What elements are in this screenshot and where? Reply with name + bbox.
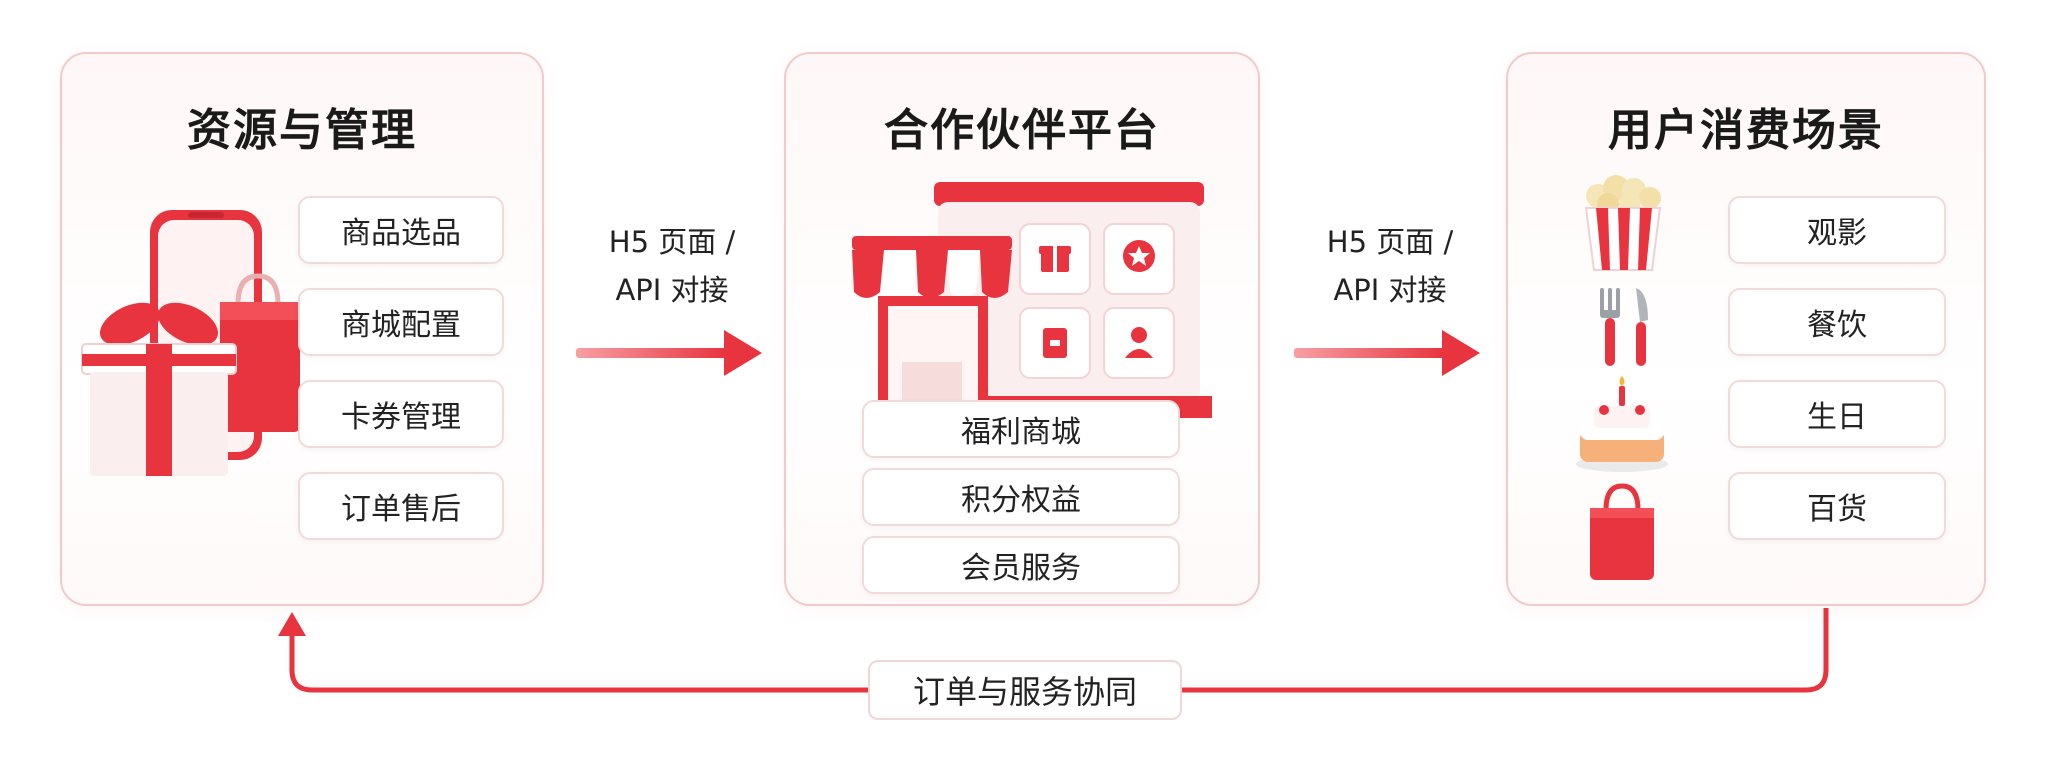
item-dining[interactable]: 餐饮 — [1728, 288, 1946, 356]
card-icon — [1043, 328, 1067, 358]
gift-box-icon — [81, 302, 237, 476]
item-birthday[interactable]: 生日 — [1728, 380, 1946, 448]
shopping-bag-icon — [220, 273, 300, 432]
badge-icon — [1123, 240, 1155, 272]
connector-label-right: H5 页面 / API 对接 — [1290, 218, 1490, 314]
panel-title: 合作伙伴平台 — [884, 105, 1160, 156]
storefront-icon — [852, 182, 1212, 418]
resources-illustration — [81, 210, 300, 476]
panel-consumer-scenarios: 用户消费场景 观影 餐饮 生日 百货 — [1506, 52, 1986, 606]
panel-resources-management: 资源与管理 商品选品 商城配置 卡券管理 订单售后 — [60, 52, 544, 606]
panel-title: 用户消费场景 — [1608, 105, 1884, 156]
gift-icon — [1039, 246, 1071, 272]
connector-line2: API 对接 — [1333, 273, 1447, 307]
item-member-services[interactable]: 会员服务 — [862, 536, 1180, 594]
item-product-selection[interactable]: 商品选品 — [298, 196, 504, 264]
item-welfare-mall[interactable]: 福利商城 — [862, 400, 1180, 458]
arrow-right-icon — [576, 330, 762, 376]
connector-line1: H5 页面 / — [608, 225, 736, 259]
user-icon — [1125, 327, 1153, 358]
connector-line2: API 对接 — [615, 273, 729, 307]
fork-knife-icon — [1600, 288, 1648, 366]
item-order-aftersales[interactable]: 订单售后 — [298, 472, 504, 540]
feedback-label: 订单与服务协同 — [868, 660, 1182, 720]
item-movies[interactable]: 观影 — [1728, 196, 1946, 264]
panel-title: 资源与管理 — [187, 105, 417, 156]
item-mall-config[interactable]: 商城配置 — [298, 288, 504, 356]
connector-label-left: H5 页面 / API 对接 — [572, 218, 772, 314]
popcorn-icon — [1584, 175, 1662, 271]
item-department-store[interactable]: 百货 — [1728, 472, 1946, 540]
item-coupon-management[interactable]: 卡券管理 — [298, 380, 504, 448]
connector-line1: H5 页面 / — [1326, 225, 1454, 259]
birthday-cake-icon — [1576, 376, 1668, 472]
panel-partner-platform: 合作伙伴平台 — [784, 52, 1260, 606]
shopping-bag-icon — [1590, 483, 1654, 580]
item-points-benefits[interactable]: 积分权益 — [862, 468, 1180, 526]
arrow-right-icon — [1294, 330, 1480, 376]
